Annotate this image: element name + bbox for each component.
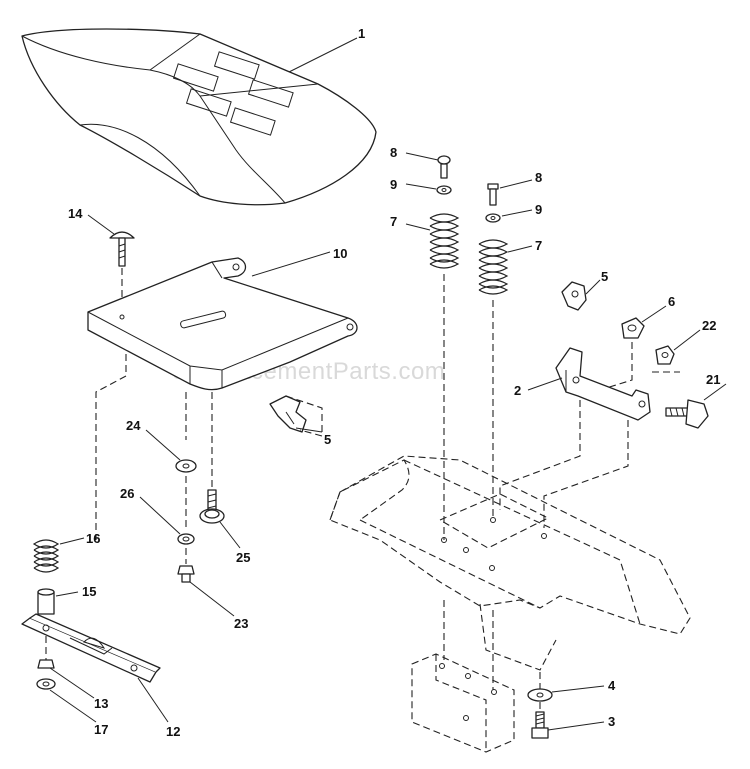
nut-6 [621, 317, 645, 339]
callout-22: 22 [702, 318, 716, 333]
callout-23: 23 [234, 616, 248, 631]
washer-4 [527, 688, 553, 702]
callout-25: 25 [236, 550, 250, 565]
callout-5-left: 5 [324, 432, 331, 447]
washer-9-left [436, 185, 452, 195]
bolt-23 [177, 565, 195, 583]
callout-13: 13 [94, 696, 108, 711]
callout-16: 16 [86, 531, 100, 546]
callout-3: 3 [608, 714, 615, 729]
bolt-25 [199, 489, 225, 524]
callout-8-right: 8 [535, 170, 542, 185]
callout-8-left: 8 [390, 145, 397, 160]
callout-21: 21 [706, 372, 720, 387]
spacer-15 [37, 588, 55, 615]
washer-24 [175, 459, 197, 473]
callout-10: 10 [333, 246, 347, 261]
callout-9-left: 9 [390, 177, 397, 192]
callout-9-right: 9 [535, 202, 542, 217]
seat-pan [87, 257, 358, 391]
nut-13 [37, 659, 55, 669]
callout-5-right: 5 [601, 269, 608, 284]
bracket-12 [21, 613, 161, 683]
spring-7-right [478, 239, 509, 295]
washer-17 [36, 678, 56, 690]
bolt-3 [531, 711, 549, 739]
callout-24: 24 [126, 418, 141, 433]
callout-6: 6 [668, 294, 675, 309]
leader-1 [288, 37, 358, 73]
nut-22 [655, 345, 675, 365]
carriage-bolt [109, 231, 135, 267]
bracket-2 [555, 347, 651, 421]
callout-14: 14 [68, 206, 83, 221]
callout-26: 26 [120, 486, 134, 501]
spring-16 [32, 539, 60, 573]
callout-4: 4 [608, 678, 616, 693]
frame-outline [329, 455, 691, 753]
bolt-8-left [437, 155, 451, 179]
callout-12: 12 [166, 724, 180, 739]
latch-5-right [561, 281, 587, 311]
callout-2: 2 [514, 383, 521, 398]
spring-7-left [429, 213, 460, 269]
lockwasher-26 [177, 533, 195, 545]
washer-9-right [485, 213, 501, 223]
callout-17: 17 [94, 722, 108, 737]
bolt-21 [665, 399, 709, 429]
callout-7-left: 7 [390, 214, 397, 229]
callout-1: 1 [358, 26, 365, 41]
callout-15: 15 [82, 584, 96, 599]
callout-7-right: 7 [535, 238, 542, 253]
bolt-8-right [487, 183, 499, 206]
seat [21, 28, 377, 206]
